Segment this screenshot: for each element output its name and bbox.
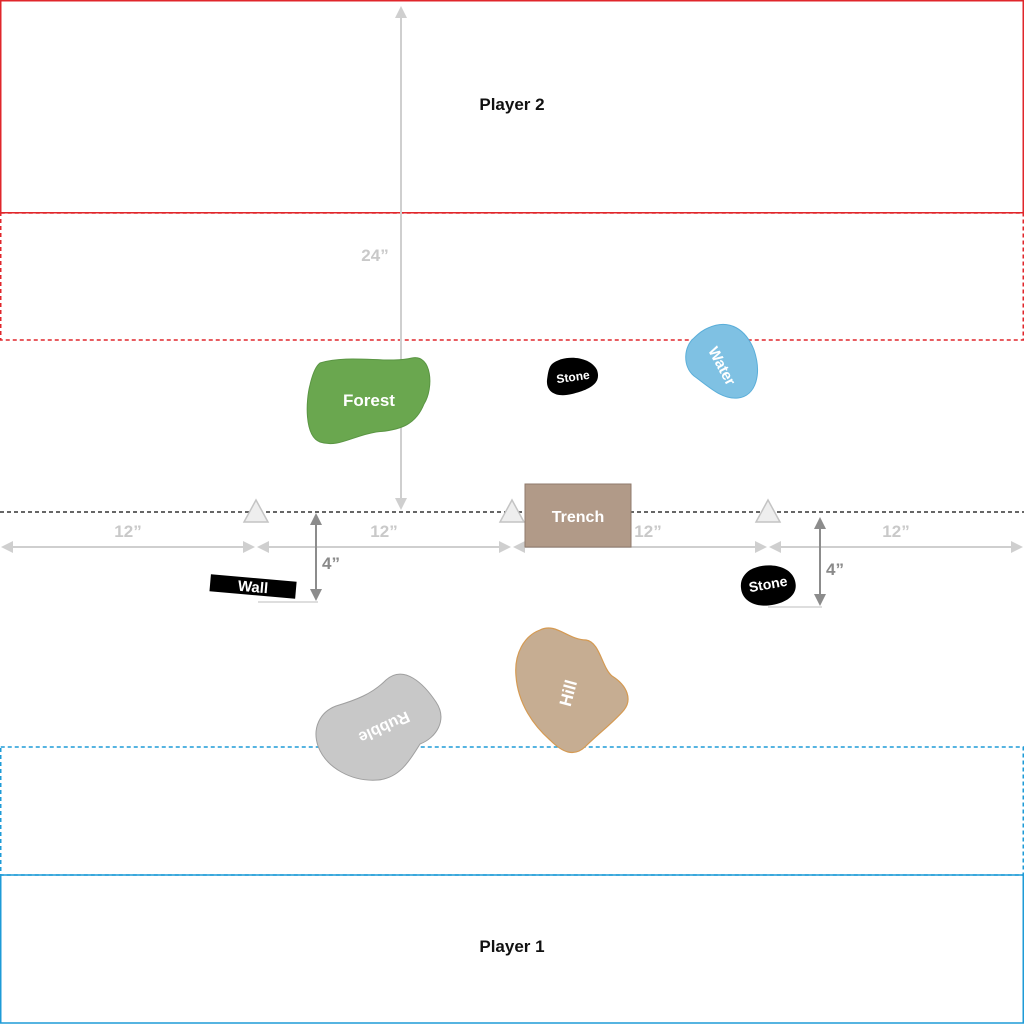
segment-label-1: 12” [114, 522, 141, 541]
player2-zone-label: Player 2 [479, 95, 544, 114]
segment-label-4: 12” [882, 522, 909, 541]
stone-right-shape [740, 565, 796, 606]
stone-top-label: Stone [556, 368, 591, 387]
terrain-water: Water [685, 323, 758, 399]
objective-marker-left [242, 498, 270, 523]
terrain-trench: Trench [524, 483, 632, 548]
segment-label-2: 12” [370, 522, 397, 541]
player1-zone-label: Player 1 [479, 937, 544, 956]
wall-shape [209, 574, 297, 599]
player2-extended-zone [0, 212, 1024, 341]
triangle-marker-icon [498, 498, 526, 523]
stone-top-shape [546, 357, 599, 396]
terrain-rubble: Rubble [315, 673, 442, 781]
segment-label-3: 12” [634, 522, 661, 541]
stone-right-label: Stone [747, 573, 788, 596]
terrain-wall: Wall [209, 574, 297, 599]
rubble-shape [315, 673, 442, 781]
triangle-marker-icon [754, 498, 782, 523]
depth-measure-label: 24” [361, 246, 388, 265]
objective-marker-right [754, 498, 782, 523]
trench-shape [524, 483, 632, 548]
forest-label: Forest [343, 391, 395, 410]
terrain-hill: Hill [515, 627, 629, 754]
forest-shape [306, 357, 431, 445]
triangle-marker-icon [242, 498, 270, 523]
terrain-stone-right: Stone [740, 565, 796, 606]
player1-deployment-zone [0, 874, 1024, 1024]
water-shape [685, 323, 758, 399]
terrain-forest: Forest [306, 357, 431, 445]
wall-label: Wall [237, 578, 269, 598]
terrain-stone-top: Stone [546, 357, 599, 396]
objective-marker-center [498, 498, 526, 523]
offset-label-left: 4” [322, 554, 340, 573]
trench-label: Trench [552, 509, 604, 526]
hill-shape [515, 627, 629, 754]
player1-extended-zone [0, 746, 1024, 876]
offset-label-right: 4” [826, 560, 844, 579]
